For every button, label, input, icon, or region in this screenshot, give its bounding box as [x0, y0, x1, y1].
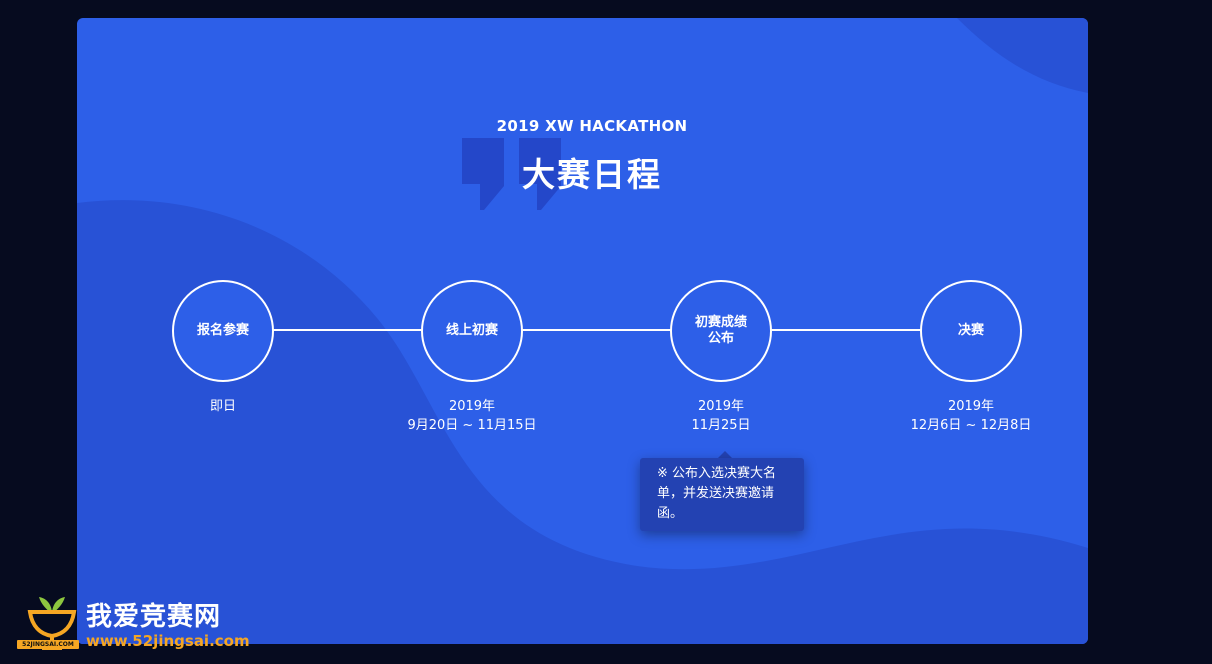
node-date-line1: 2019年	[448, 399, 496, 414]
node-date: 即日	[123, 397, 323, 416]
node-date-line2: 12月6日 ~ 12月8日	[910, 418, 1032, 433]
node-date-line2: 11月25日	[691, 418, 751, 433]
node-label: 线上初赛	[445, 323, 498, 338]
quote-mark-icon	[462, 138, 561, 210]
node-date: 2019年 12月6日 ~ 12月8日	[871, 397, 1071, 435]
timeline-node-final[interactable]: 决赛	[920, 280, 1022, 382]
node-date: 2019年 11月25日	[621, 397, 821, 435]
background-waves	[77, 18, 1088, 644]
node-label: 初赛成绩公布	[694, 315, 747, 346]
results-tooltip: ※ 公布入选决赛大名单，并发送决赛邀请函。	[640, 458, 804, 531]
logo-url[interactable]: www.52jingsai.com	[86, 632, 250, 650]
node-label: 报名参赛	[196, 323, 249, 338]
timeline-node-prelim-results[interactable]: 初赛成绩公布	[670, 280, 772, 382]
node-date: 2019年 9月20日 ~ 11月15日	[372, 397, 572, 435]
site-watermark-logo[interactable]: 52JINGSAI.COM 我爱竞赛网 www.52jingsai.com	[14, 588, 254, 658]
timeline-node-registration[interactable]: 报名参赛	[172, 280, 274, 382]
node-date-line1: 2019年	[947, 399, 995, 414]
node-date-line1: 2019年	[697, 399, 745, 414]
node-date-line2: 9月20日 ~ 11月15日	[407, 418, 537, 433]
logo-badge: 52JINGSAI.COM	[17, 640, 79, 649]
node-label: 决赛	[957, 323, 984, 338]
timeline-node-online-prelim[interactable]: 线上初赛	[421, 280, 523, 382]
logo-title: 我爱竞赛网	[86, 602, 222, 632]
node-date-line1: 即日	[209, 399, 236, 414]
timeline-line	[222, 329, 1022, 331]
schedule-card: 2019 XW HACKATHON 大赛日程 报名参赛 线上初赛 初赛成绩公布 …	[77, 18, 1088, 644]
tooltip-arrow	[718, 451, 732, 458]
event-subtitle: 2019 XW HACKATHON	[496, 117, 688, 135]
page-title: 大赛日程	[522, 155, 662, 194]
